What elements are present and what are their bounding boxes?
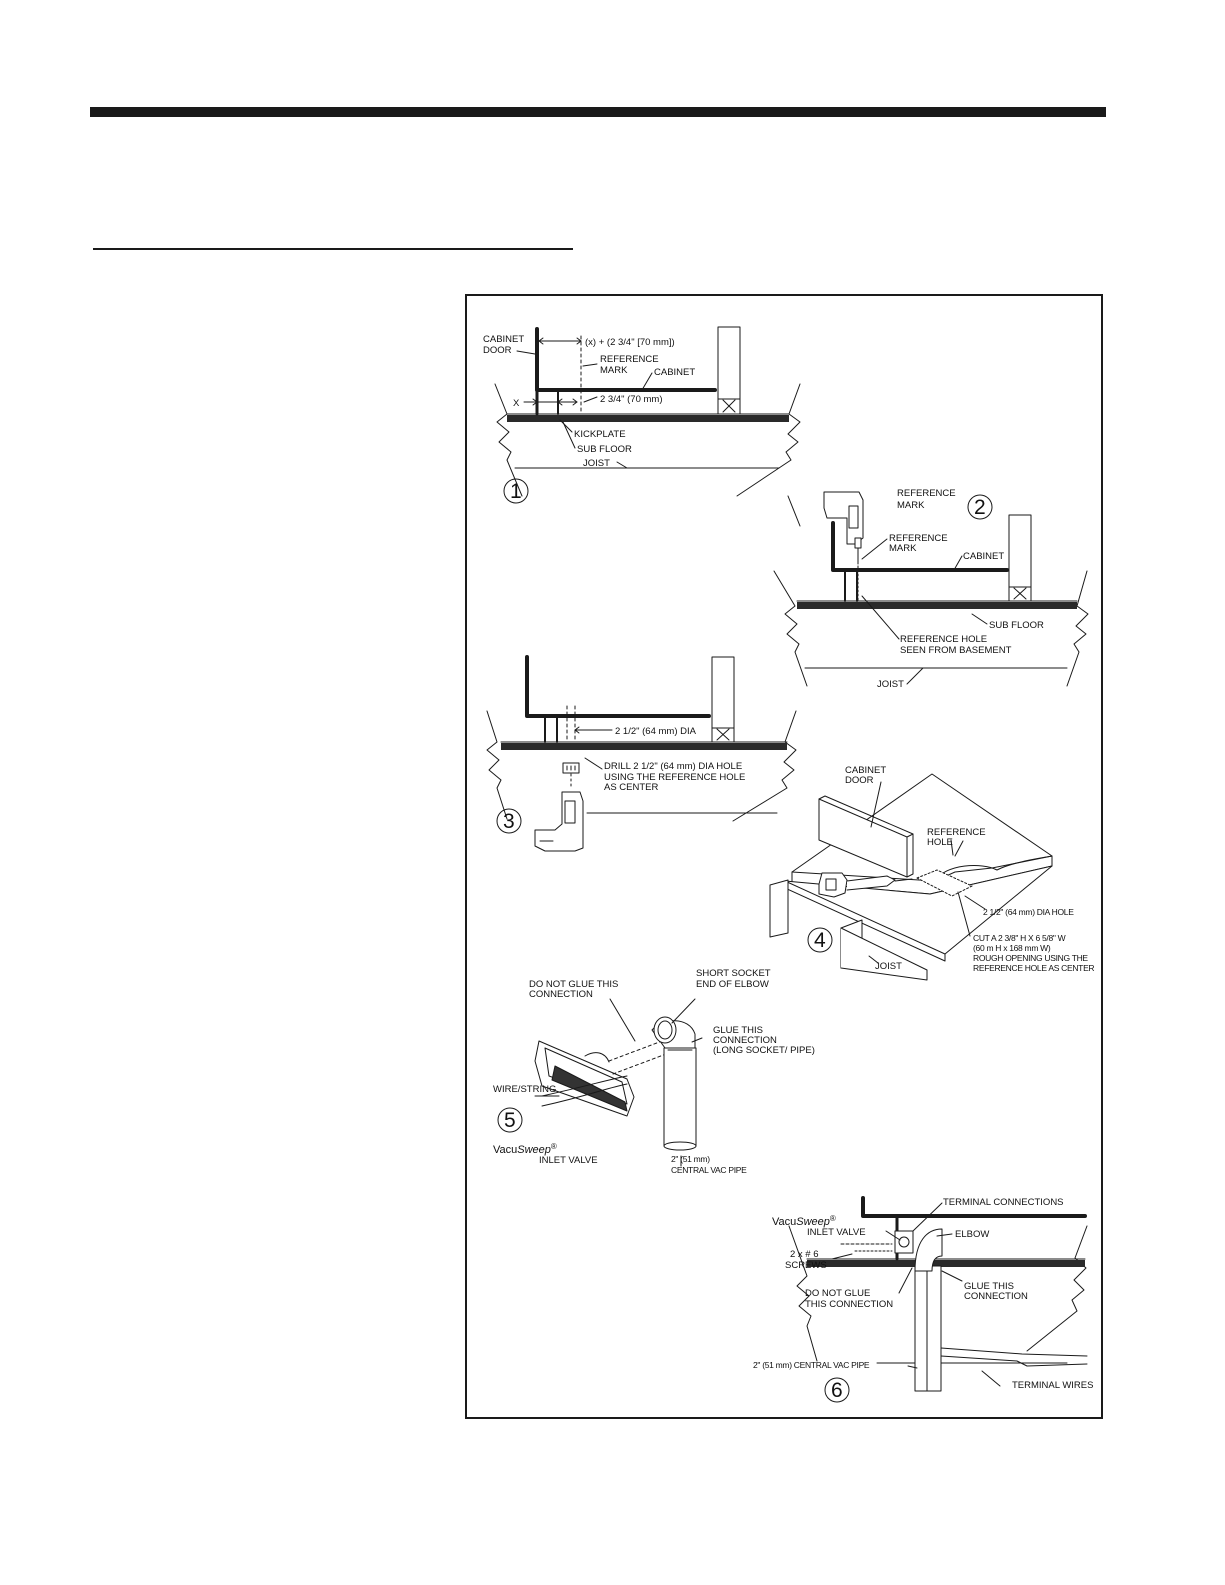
terminal-wires-label: TERMINAL WIRES (1012, 1380, 1093, 1391)
short-socket-label-1: SHORT SOCKET (696, 968, 771, 979)
step-5-illustration (497, 998, 703, 1167)
sub-floor-label: SUB FLOOR (989, 620, 1044, 631)
drill-label-1: DRILL 2 1/2" (64 mm) DIA HOLE (604, 761, 742, 772)
step-3-illustration (486, 655, 797, 852)
step-1-number: 1 (510, 480, 522, 503)
section-underline (93, 248, 573, 250)
inlet-valve-label: INLET VALVE (807, 1227, 866, 1238)
step-1-illustration (494, 326, 801, 504)
header-rule (90, 107, 1106, 117)
joist-label: JOIST (583, 458, 610, 469)
figure-frame: 1 CABINET DOOR (x) + (2 3/4" [70 mm]) RE… (465, 294, 1103, 1419)
do-not-glue-label-1: DO NOT GLUE THIS (529, 979, 618, 990)
glue-label-3: (LONG SOCKET/ PIPE) (713, 1045, 815, 1056)
step-6-number: 6 (831, 1379, 843, 1402)
screws-label-2: SCREWS (785, 1260, 827, 1271)
glue-label-2: CONNECTION (964, 1291, 1028, 1302)
step-5-number: 5 (504, 1109, 516, 1132)
elbow-label: ELBOW (955, 1229, 989, 1240)
drill-label-3: AS CENTER (604, 782, 659, 793)
step-2-number: 2 (974, 496, 986, 519)
cabinet-label: CABINET (654, 367, 695, 378)
central-vac-pipe-label: 2" (51 mm) CENTRAL VAC PIPE (753, 1360, 870, 1370)
vacusweep-logo: VacuSweep® (493, 1142, 557, 1156)
glue-label-1: GLUE THIS (964, 1281, 1014, 1292)
sub-floor-label: SUB FLOOR (577, 444, 632, 455)
step-4-number: 4 (814, 929, 826, 952)
cabinet-door-label-1: CABINET (845, 765, 886, 776)
reference-mark-label-2: MARK (889, 543, 917, 554)
reference-hole-label-2: HOLE (927, 837, 953, 848)
pipe-label-2: CENTRAL VAC PIPE (671, 1165, 747, 1175)
cabinet-door-label-2: DOOR (483, 345, 512, 356)
cut-label-2: (60 m H x 168 mm W) (973, 943, 1051, 953)
cabinet-door-label-1: CABINET (483, 334, 524, 345)
reference-mark-top-label-1: REFERENCE (897, 488, 956, 499)
screws-label-1: 2 x # 6 (790, 1249, 819, 1260)
reference-hole-label-1: REFERENCE (927, 827, 986, 838)
x-label: X (513, 398, 520, 409)
reference-mark-label-2: MARK (600, 365, 628, 376)
installation-diagram: 1 CABINET DOOR (x) + (2 3/4" [70 mm]) RE… (483, 326, 1095, 1403)
kickplate-label: KICKPLATE (574, 429, 626, 440)
glue-label-2: CONNECTION (713, 1035, 777, 1046)
step-6-illustration (788, 1196, 1088, 1403)
do-not-glue-label-1: DO NOT GLUE (805, 1288, 870, 1299)
dimension-top-label: (x) + (2 3/4" [70 mm]) (585, 337, 675, 348)
step-3-number: 3 (503, 810, 515, 833)
dia-label: 2 1/2" (64 mm) DIA (615, 726, 697, 737)
step-4-illustration (769, 773, 1053, 981)
joist-label: JOIST (877, 679, 904, 690)
cut-label-1: CUT A 2 3/8" H X 6 5/8" W (973, 933, 1066, 943)
terminal-connections-label: TERMINAL CONNECTIONS (943, 1197, 1064, 1208)
cabinet-label: CABINET (963, 551, 1004, 562)
reference-mark-top-label-2: MARK (897, 500, 925, 511)
dia-hole-label: 2 1/2" (64 mm) DIA HOLE (983, 907, 1074, 917)
step-2-illustration (773, 491, 1089, 687)
cut-label-4: REFERENCE HOLE AS CENTER (973, 963, 1094, 973)
drill-label-2: USING THE REFERENCE HOLE (604, 772, 745, 783)
cabinet-door-label-2: DOOR (845, 775, 874, 786)
short-socket-label-2: END OF ELBOW (696, 979, 769, 990)
dimension-bottom-label: 2 3/4" (70 mm) (600, 394, 663, 405)
pipe-label-1: 2" (51 mm) (671, 1154, 710, 1164)
do-not-glue-label-2: CONNECTION (529, 989, 593, 1000)
joist-label: JOIST (875, 961, 902, 972)
reference-mark-label-1: REFERENCE (600, 354, 659, 365)
cut-label-3: ROUGH OPENING USING THE (973, 953, 1088, 963)
reference-hole-label-1: REFERENCE HOLE (900, 634, 987, 645)
inlet-valve-label: INLET VALVE (539, 1155, 598, 1166)
glue-label-1: GLUE THIS (713, 1025, 763, 1036)
do-not-glue-label-2: THIS CONNECTION (805, 1299, 893, 1310)
vacusweep-logo: VacuSweep® (772, 1214, 836, 1228)
wire-label: WIRE/STRING (493, 1084, 556, 1095)
reference-hole-label-2: SEEN FROM BASEMENT (900, 645, 1012, 656)
reference-mark-label-1: REFERENCE (889, 533, 948, 544)
